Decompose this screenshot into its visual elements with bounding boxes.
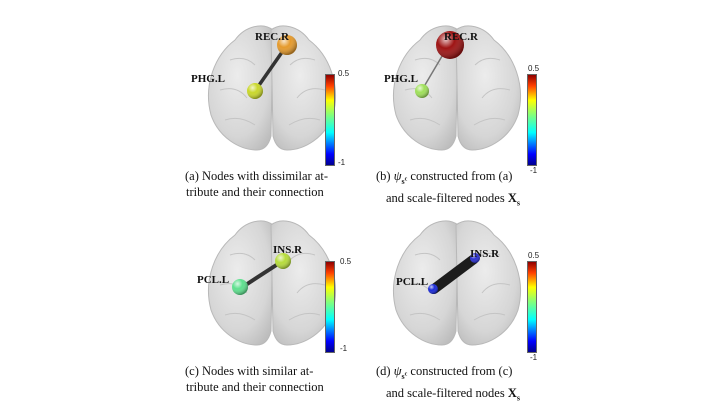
node-label-pcl-l: PCL.L [396, 277, 428, 288]
caption-d: (d) ψsc constructed from (c) and scale-f… [376, 363, 520, 406]
sphere-highlight [247, 83, 263, 99]
node-label-rec-r: REC.R [444, 32, 478, 43]
node-label-ins-r: INS.R [470, 249, 499, 260]
sphere-highlight [232, 279, 248, 295]
colorbar-max-label: 0.5 [338, 70, 349, 78]
colorbar-max-label: 0.5 [528, 65, 539, 73]
colorbar-min-label: -1 [530, 354, 537, 362]
panel-b: REC.R PHG.L 0.5 -1 (b) ψsc constructed f… [370, 10, 570, 210]
colorbar [325, 261, 335, 353]
node-label-pcl-l: PCL.L [197, 275, 229, 286]
node-label-phg-l: PHG.L [191, 74, 225, 85]
node-label-ins-r: INS.R [273, 245, 302, 256]
colorbar-min-label: -1 [530, 167, 537, 175]
sphere-highlight [415, 84, 429, 98]
colorbar [325, 74, 335, 166]
colorbar [527, 74, 537, 166]
caption-line-2: tribute and their connection [185, 184, 328, 200]
caption-a: (a) Nodes with dissimilar at- tribute an… [185, 168, 328, 200]
panel-c: INS.R PCL.L 0.5 -1 (c) Nodes with simila… [185, 205, 385, 405]
brain-outline [208, 26, 335, 150]
node-label-rec-r: REC.R [255, 32, 289, 43]
colorbar-max-label: 0.5 [340, 258, 351, 266]
caption-line-2: tribute and their connection [185, 379, 324, 395]
caption-line-1: (a) Nodes with dissimilar at- [185, 168, 328, 184]
colorbar-min-label: -1 [338, 159, 345, 167]
caption-line-1: (d) ψsc constructed from (c) [376, 363, 520, 385]
colorbar [527, 261, 537, 353]
caption-line-1: (b) ψsc constructed from (a) [376, 168, 520, 190]
colorbar-max-label: 0.5 [528, 252, 539, 260]
colorbar-min-label: -1 [340, 345, 347, 353]
node-label-phg-l: PHG.L [384, 74, 418, 85]
sphere-highlight [428, 284, 438, 294]
panel-d: INS.R PCL.L 0.5 -1 (d) ψsc constructed f… [370, 205, 570, 405]
caption-line-1: (c) Nodes with similar at- [185, 363, 324, 379]
caption-c: (c) Nodes with similar at- tribute and t… [185, 363, 324, 395]
caption-line-2: and scale-filtered nodes Xs [376, 385, 520, 406]
panel-a: REC.R PHG.L 0.5 -1 (a) Nodes with dissim… [185, 10, 385, 210]
